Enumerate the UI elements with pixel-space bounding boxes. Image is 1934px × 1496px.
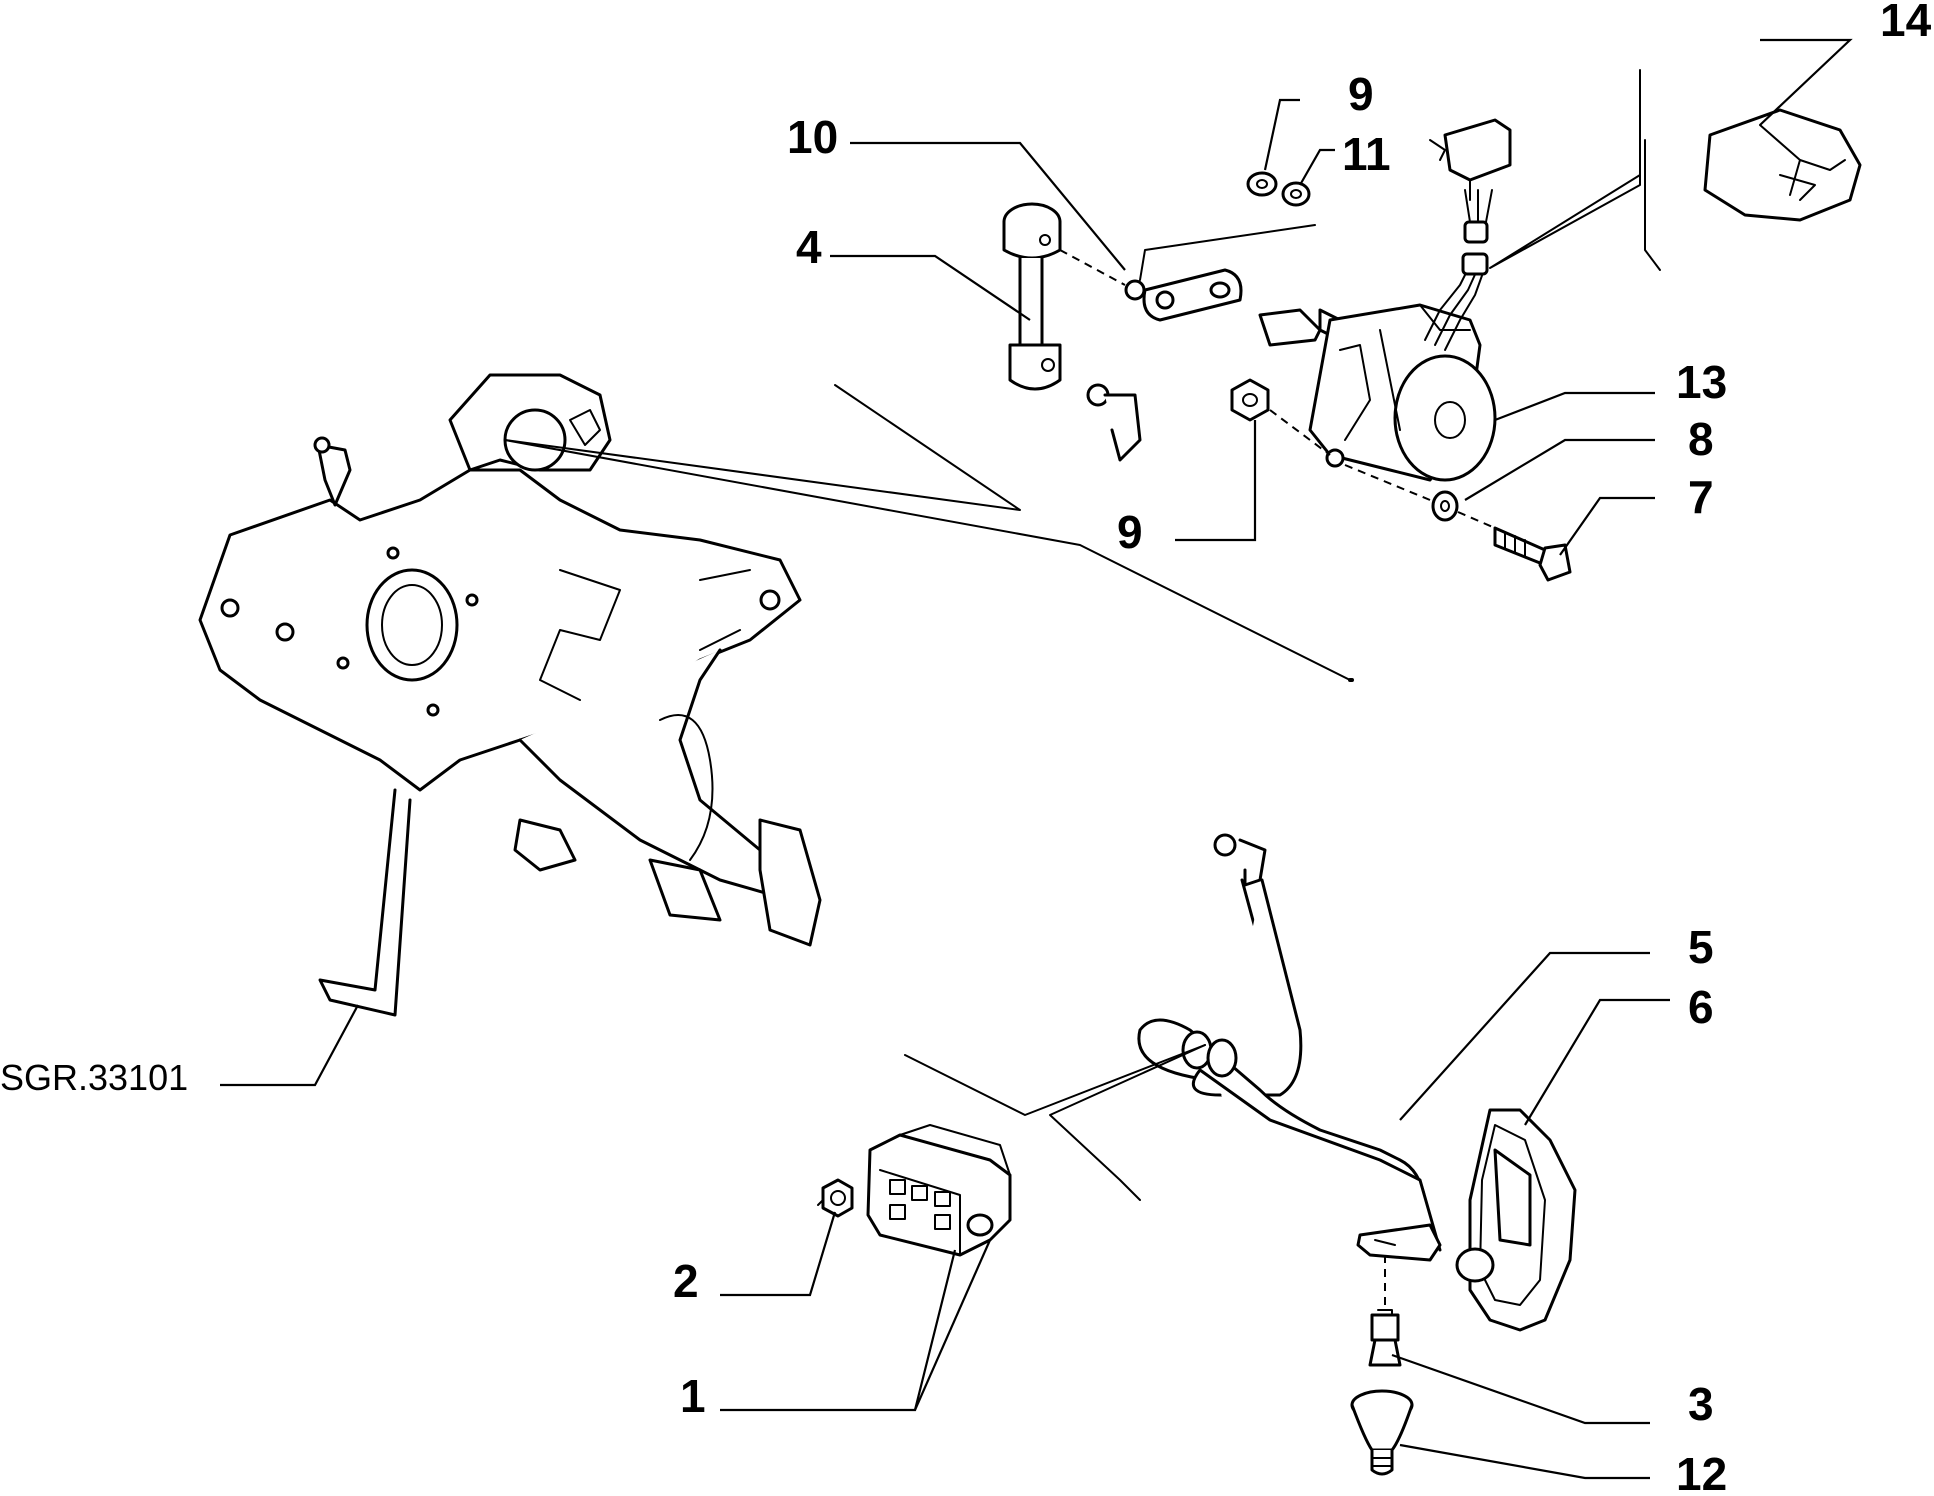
callout-5: 5 [1688, 921, 1714, 973]
clevis-pin [1086, 383, 1142, 462]
part-11-washer [1281, 181, 1311, 207]
callout-11: 11 [1342, 128, 1391, 180]
part-9-nut-middle [1230, 378, 1331, 456]
callout-9-top: 9 [1348, 68, 1374, 120]
callout-4: 4 [796, 221, 822, 273]
part-5-pedal-arm [1137, 833, 1442, 1262]
part-14-clip [1703, 108, 1862, 222]
callout-1: 1 [680, 1370, 706, 1422]
callout-12: 12 [1676, 1448, 1727, 1496]
callout-13: 13 [1676, 356, 1727, 408]
part-4-rod [1002, 202, 1062, 391]
callout-14: 14 [1880, 0, 1932, 46]
part-12-bumper [1350, 1389, 1414, 1476]
part-7-bolt [1493, 526, 1572, 582]
part-1-switch-block [866, 1124, 1012, 1257]
part-8-washer [1344, 464, 1496, 529]
callout-9-middle: 9 [1117, 506, 1143, 558]
part-6-pedal-pad [1455, 1108, 1577, 1332]
pedal-bracket-assembly [198, 373, 822, 1017]
drawing-reference-code: SGR.33101 [0, 1057, 188, 1098]
callout-7: 7 [1688, 471, 1714, 523]
callout-2: 2 [673, 1255, 699, 1307]
callout-leaders [220, 38, 1853, 1480]
part-2-nut [817, 1178, 854, 1218]
part-3-stud [1368, 1255, 1402, 1367]
part-13-sensor [1258, 118, 1512, 482]
callout-10: 10 [787, 111, 838, 163]
callout-6: 6 [1688, 981, 1714, 1033]
part-9-nut-top [1246, 171, 1278, 197]
assembly-leaders [504, 69, 1661, 1201]
callout-3: 3 [1688, 1378, 1714, 1430]
part-10-lever [1059, 249, 1243, 322]
callout-8: 8 [1688, 413, 1714, 465]
